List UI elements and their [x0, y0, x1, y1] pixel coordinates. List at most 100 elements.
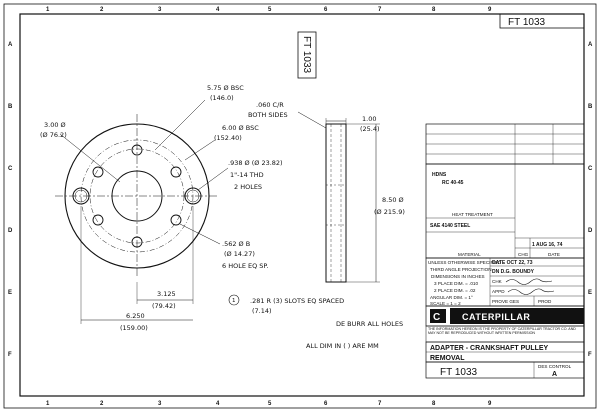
side-view-profile: [325, 123, 347, 283]
dim-6250-mm: (159.00): [120, 324, 148, 332]
zone-left-c: C: [8, 166, 13, 172]
hardness-value: RC 40-45: [442, 180, 464, 186]
des-control-value: A: [552, 371, 557, 378]
dim-holes-6: 6 HOLE EQ SP.: [222, 262, 268, 270]
zone-top-5: 5: [268, 7, 272, 13]
bolt-hole-lower-left: [92, 214, 104, 226]
tol-line-4: 3 PLACE DIM. = .010: [434, 281, 478, 286]
rev-chg-label: CHG: [518, 252, 529, 257]
leader-hole-938: [197, 167, 229, 191]
heat-treat-label: HEAT TREATMENT: [452, 212, 493, 217]
note-deburr: DE BURR ALL HOLES: [336, 320, 403, 328]
threaded-hole-left: [72, 187, 90, 205]
zone-right-f: F: [588, 352, 592, 358]
approved-signature: [507, 288, 555, 295]
zone-top-2: 2: [100, 7, 104, 13]
brand-logo-icon: C: [433, 312, 440, 323]
zone-left-d: D: [8, 228, 13, 234]
tol-line-3: DIMENSIONS IN INCHES: [431, 274, 485, 279]
dim-bsc-600-mm: (152.40): [214, 134, 242, 142]
material-label: MATERIAL: [458, 252, 481, 257]
dim-hole-562-mm: (Ø 14.27): [224, 250, 255, 258]
approved-label: APPD: [492, 289, 505, 294]
vertical-code-box: [297, 31, 317, 79]
zone-left-f: F: [8, 352, 12, 358]
zone-right-d: D: [588, 228, 593, 234]
checked-signature: [505, 278, 553, 285]
top-zone-numbers: 1 2 3 4 5 6 7 8 9: [46, 7, 492, 13]
dim-bsc-575-mm: (146.0): [210, 94, 234, 102]
outer-border: [3, 3, 597, 409]
zone-left-b: B: [8, 104, 13, 110]
zone-top-1: 1: [46, 7, 50, 13]
vertical-code: FT 1033: [301, 36, 312, 73]
tol-line-5: 2 PLACE DIM. = .02: [434, 288, 476, 293]
side-zone-letters: A B C D E F A B C D E F: [8, 42, 593, 358]
prove-label: PROVE GES: [492, 299, 519, 304]
dim-bsc-575: 5.75 Ø BSC: [207, 84, 244, 92]
bolt-hole-bottom: [131, 236, 143, 248]
leader-dia-300: [59, 133, 121, 183]
zone-bottom-6: 6: [324, 401, 328, 407]
checked-label: CHK: [492, 279, 503, 284]
corner-code: FT 1033: [508, 17, 545, 28]
zone-top-7: 7: [378, 7, 382, 13]
zone-left-a: A: [8, 42, 13, 48]
rev-date-label: DATE: [548, 252, 560, 257]
dim-holes-2: 2 HOLES: [234, 183, 262, 191]
brand-bar-fill: [450, 308, 584, 324]
dim-thread: 1"-14 THD: [230, 171, 264, 179]
slot-note-mm: (7.14): [252, 307, 272, 315]
dim-chamfer: .060 C/R: [256, 101, 284, 109]
tol-line-1: UNLESS OTHERWISE SPECIFIED: [428, 260, 502, 265]
dim-dia-300-mm: (Ø 76.2): [40, 131, 67, 139]
zone-top-6: 6: [324, 7, 328, 13]
drawn-date: DATE OCT 22, 73: [492, 260, 533, 266]
leader-bsc-575: [154, 99, 206, 151]
tol-line-6: ANGULAR DIM. = 1°: [430, 295, 473, 300]
bottom-zone-numbers: 1 2 3 4 5 6 7 8 9: [46, 401, 492, 407]
dim-6250: 6.250: [126, 312, 145, 320]
zone-bottom-1: 1: [46, 401, 50, 407]
slot-note: .281 R (3) SLOTS EQ SPACED: [250, 297, 344, 305]
threaded-hole-right: [184, 187, 202, 205]
zone-right-a: A: [588, 42, 593, 48]
dim-thickness-mm: (25.4): [360, 125, 380, 133]
material-value: SAE 4140 STEEL: [430, 223, 470, 229]
zone-bottom-8: 8: [432, 401, 436, 407]
leader-chamfer: [297, 111, 327, 129]
title-block: C: [425, 123, 585, 379]
threaded-hole-left-inner: [74, 189, 88, 203]
zone-top-3: 3: [158, 7, 162, 13]
rev-date: 1 AUG 16, 74: [532, 242, 563, 248]
proprietary-notice-wrap: THE INFORMATION HEREON IS THE PROPERTY O…: [428, 327, 576, 335]
drawing-number: FT 1033: [440, 367, 477, 378]
dim-3125-mm: (79.42): [152, 302, 176, 310]
dim-hole-938: .938 Ø (Ø 23.82): [228, 159, 283, 167]
zone-left-e: E: [8, 290, 12, 296]
dim-dia-300: 3.00 Ø: [44, 121, 66, 129]
proprietary-notice: THE INFORMATION HEREON IS THE PROPERTY O…: [428, 327, 576, 335]
corner-code-box: [499, 13, 585, 29]
des-control-label: DES CONTROL: [538, 364, 572, 369]
zone-bottom-5: 5: [268, 401, 272, 407]
slot-callout-number: 1: [232, 298, 236, 304]
zone-top-4: 4: [216, 7, 220, 13]
hardness-label: HDNS: [432, 172, 447, 178]
front-view: [55, 99, 229, 324]
bolt-hole-lower-right: [170, 214, 182, 226]
dim-dia-850-mm: (Ø 215.9): [374, 208, 405, 216]
zone-bottom-7: 7: [378, 401, 382, 407]
tol-line-7: SCALE = 1 = 2: [430, 301, 461, 306]
drawn-by: DN D.G. BOUNDY: [492, 269, 535, 275]
title-line-1: ADAPTER - CRANKSHAFT PULLEY: [430, 345, 549, 352]
zone-bottom-9: 9: [488, 401, 492, 407]
brand-name: CATERPILLAR: [462, 312, 530, 322]
leader-hole-562: [179, 223, 221, 245]
title-line-2: REMOVAL: [430, 355, 465, 362]
prod-label: PROD: [538, 299, 552, 304]
slot-callout-circle: [228, 294, 240, 306]
zone-bottom-3: 3: [158, 401, 162, 407]
dim-thickness: 1.00: [362, 115, 376, 123]
